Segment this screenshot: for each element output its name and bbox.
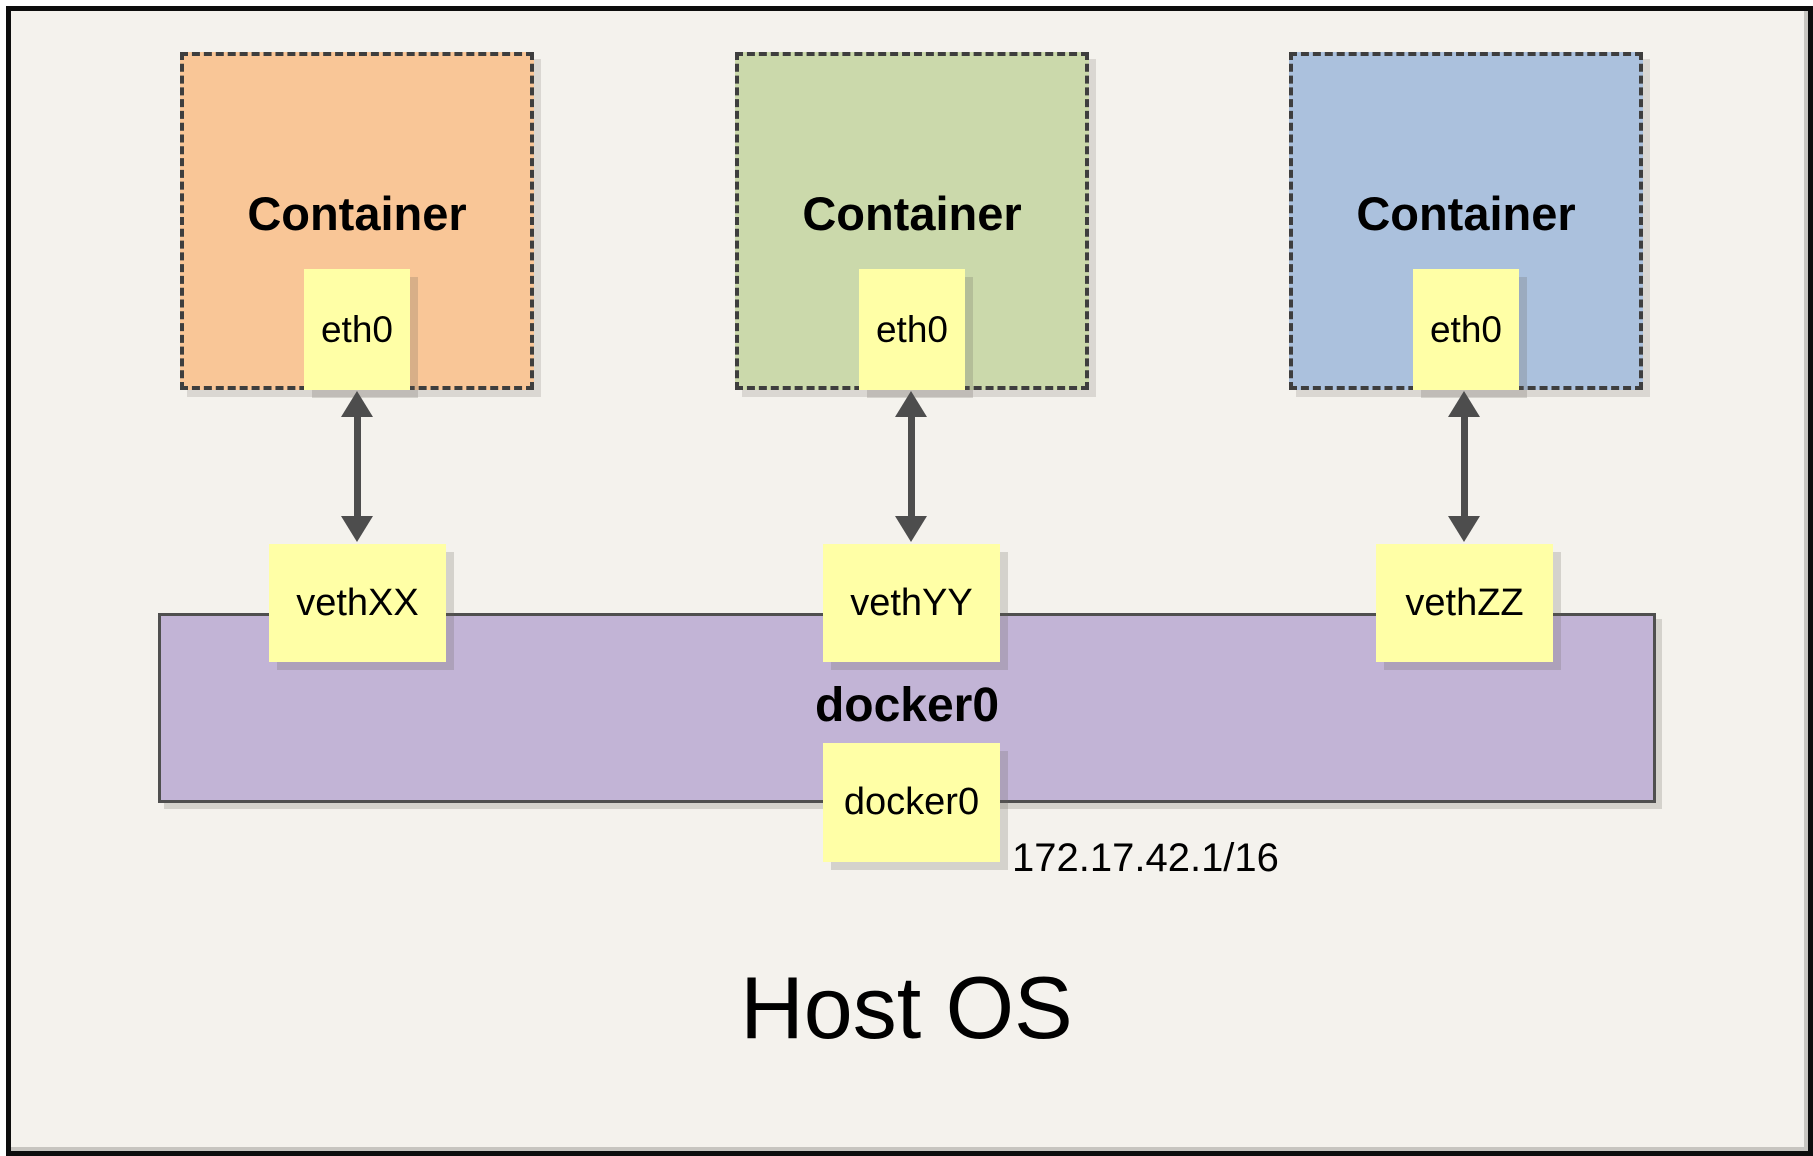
vethXX-box: vethXX [269,544,446,662]
arrow-down-head-icon [341,516,373,542]
vethZZ-label: vethZZ [1405,581,1524,624]
host-os-label: Host OS [740,958,1073,1057]
docker0-interface-box: docker0 [823,743,1000,862]
arrow-shaft [1460,416,1468,517]
eth0-interface-box: eth0 [1413,269,1519,390]
docker0-bridge-label: docker0 [814,679,1000,732]
container-label: Container [247,187,467,240]
vethZZ-box: vethZZ [1376,544,1553,662]
vethYY-box: vethYY [823,544,1000,662]
vethXX-label: vethXX [296,581,419,624]
eth0-interface-label: eth0 [1429,308,1502,350]
container-label: Container [1356,187,1576,240]
eth0-interface-label: eth0 [875,308,948,350]
arrow-up-head-icon [895,391,927,417]
arrow-down-head-icon [895,516,927,542]
container-box-3: Container eth0 [1289,52,1643,390]
arrow-shaft [353,416,361,517]
arrow-down-head-icon [1448,516,1480,542]
container-label: Container [802,187,1022,240]
veth-connection-arrow-3 [1448,391,1480,542]
container-box-2: Container eth0 [735,52,1089,390]
veth-connection-arrow-1 [341,391,373,542]
container-box-1: Container eth0 [180,52,534,390]
docker0-interface-label: docker0 [843,781,980,823]
arrow-up-head-icon [341,391,373,417]
eth0-interface-box: eth0 [859,269,965,390]
vethYY-label: vethYY [850,581,973,624]
veth-connection-arrow-2 [895,391,927,542]
eth0-interface-label: eth0 [320,308,393,350]
bridge-ip-label: 172.17.42.1/16 [1012,836,1279,880]
arrow-up-head-icon [1448,391,1480,417]
eth0-interface-box: eth0 [304,269,410,390]
arrow-shaft [907,416,915,517]
